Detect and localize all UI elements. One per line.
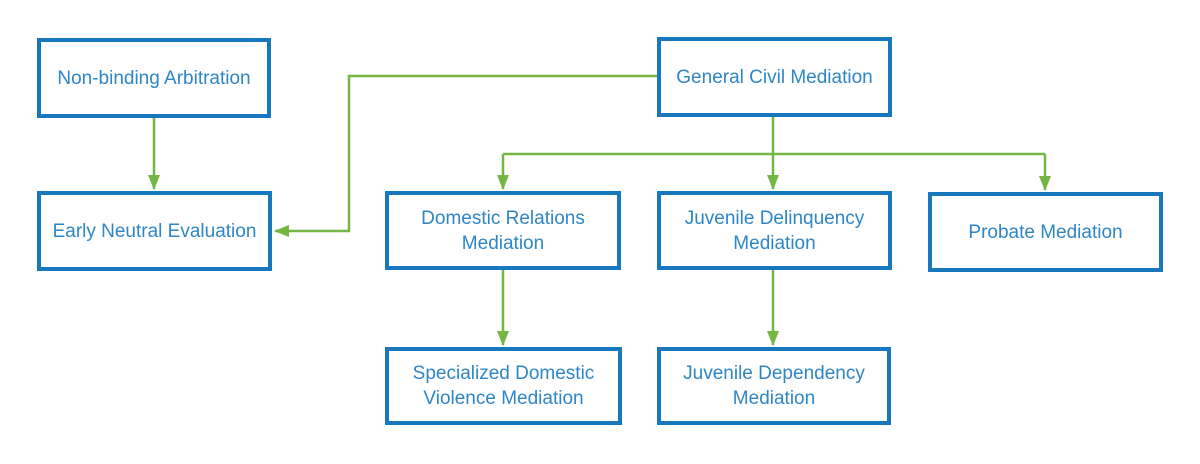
node-early-neutral-evaluation: Early Neutral Evaluation — [37, 191, 272, 271]
node-general-civil-mediation: General Civil Mediation — [657, 37, 892, 117]
node-specialized-domestic-violence-mediation: Specialized Domestic Violence Mediation — [385, 347, 622, 425]
node-juvenile-delinquency-mediation: Juvenile Delinquency Mediation — [657, 191, 892, 270]
edge-general-civil-branch-trunk — [503, 117, 1045, 156]
node-non-binding-arbitration: Non-binding Arbitration — [37, 38, 271, 118]
node-domestic-relations-mediation: Domestic Relations Mediation — [385, 191, 621, 270]
node-juvenile-dependency-mediation: Juvenile Dependency Mediation — [657, 347, 891, 425]
edge-general-civil-to-early-neutral-arrow — [274, 74, 657, 237]
node-probate-mediation: Probate Mediation — [928, 192, 1163, 272]
